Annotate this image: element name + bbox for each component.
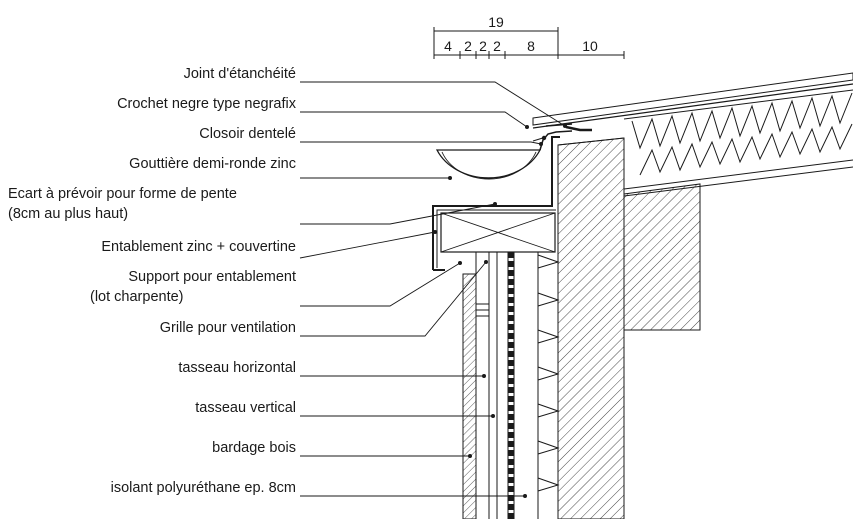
label-isolant: isolant polyuréthane ep. 8cm	[111, 480, 296, 496]
wall-insulation	[537, 252, 560, 519]
dimension-segment: 8	[527, 38, 535, 54]
label-support-line1: Support pour entablement	[128, 269, 296, 285]
label-crochet: Crochet negre type negrafix	[117, 96, 297, 112]
label-ecart-line2: (8cm au plus haut)	[8, 206, 128, 222]
label-tasseau-horizontal: tasseau horizontal	[178, 360, 296, 376]
dimension-total: 19	[488, 14, 504, 30]
dimension-segment: 2	[493, 38, 501, 54]
label-joint-etancheite: Joint d'étanchéité	[184, 66, 296, 82]
label-entablement: Entablement zinc + couvertine	[101, 239, 296, 255]
label-grille: Grille pour ventilation	[160, 320, 296, 336]
dimension-segment: 10	[582, 38, 598, 54]
dimension-chain	[433, 27, 625, 59]
cladding-battens	[462, 252, 498, 519]
label-closoir: Closoir dentelé	[199, 126, 296, 142]
label-gouttiere: Gouttière demi-ronde zinc	[129, 156, 296, 172]
membrane	[507, 252, 515, 519]
label-support-line2: (lot charpente)	[90, 289, 184, 305]
dimension-segment: 2	[464, 38, 472, 54]
leader-lines	[299, 81, 566, 497]
leader-dots	[433, 124, 567, 498]
concrete-structure	[557, 137, 701, 519]
entablement-support	[432, 136, 560, 271]
label-tasseau-vertical: tasseau vertical	[195, 400, 296, 416]
gutter	[435, 123, 592, 180]
dimension-segment: 4	[444, 38, 452, 54]
dimension-segment: 2	[479, 38, 487, 54]
label-bardage-bois: bardage bois	[212, 440, 296, 456]
label-ecart-line1: Ecart à prévoir pour forme de pente	[8, 186, 237, 202]
